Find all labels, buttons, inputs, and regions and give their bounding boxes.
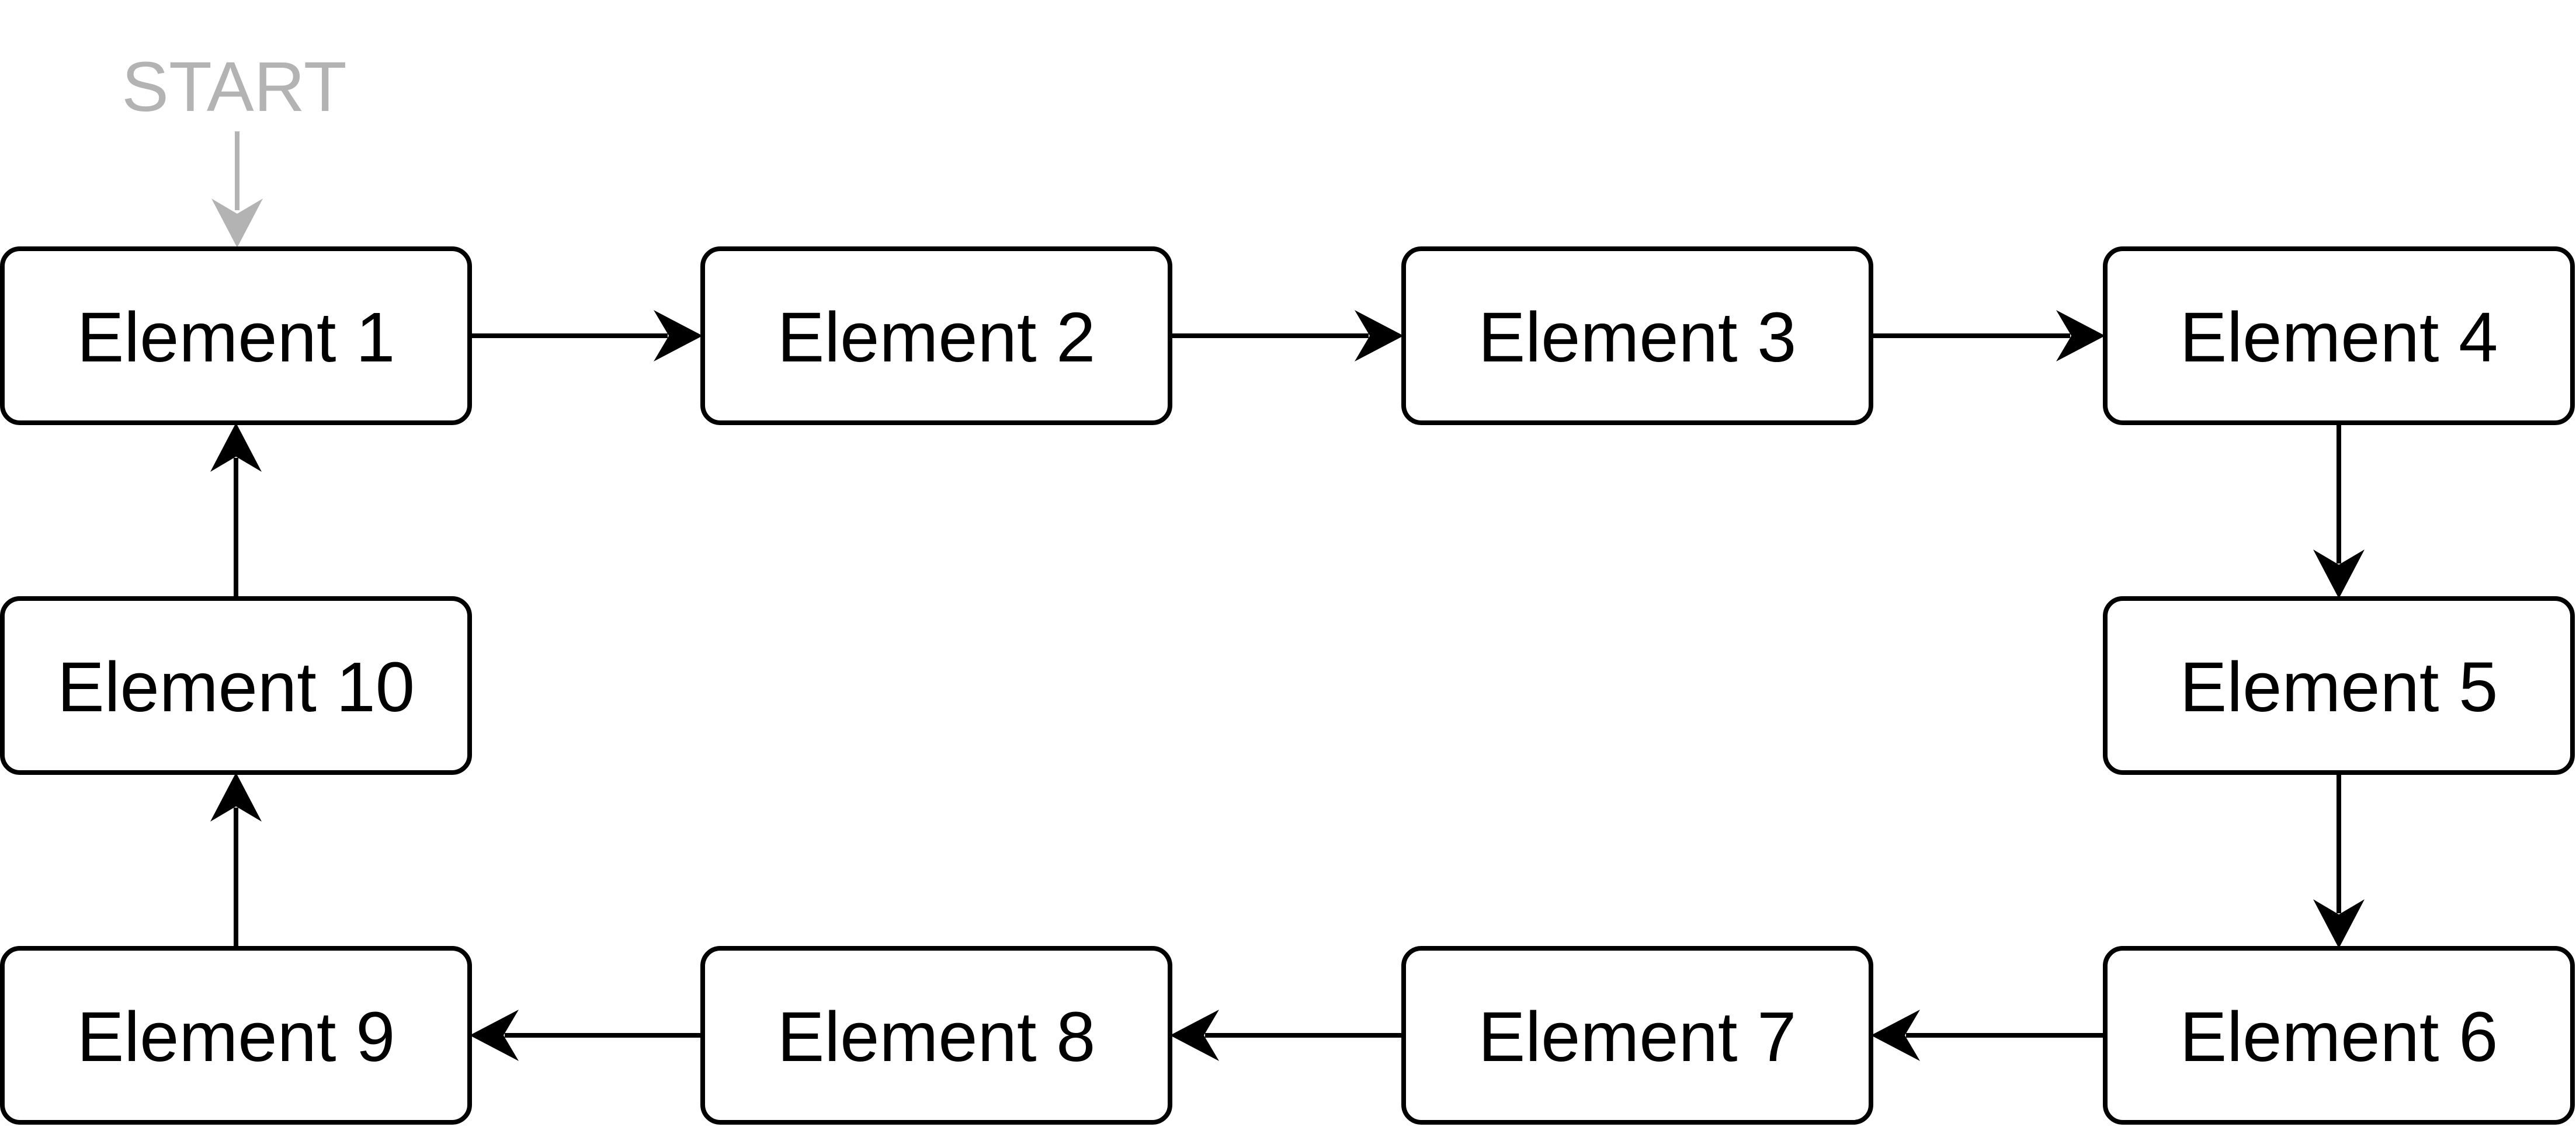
- edge-arrow-head: [2313, 549, 2365, 599]
- node-label: Element 2: [777, 297, 1096, 377]
- edge-arrow-head: [210, 423, 262, 472]
- edge-arrow-head: [1871, 1010, 1920, 1061]
- start-arrow-head: [211, 199, 263, 248]
- edge-n6-to-n7: [1871, 1010, 2105, 1061]
- node-label: Element 9: [77, 997, 395, 1076]
- edge-n4-to-n5: [2313, 423, 2365, 599]
- edges-layer: [210, 310, 2365, 1061]
- edge-n10-to-n1: [210, 423, 262, 599]
- node-box: [1401, 246, 1873, 425]
- node-element-5: Element 5: [2103, 596, 2575, 775]
- node-box: [0, 246, 472, 425]
- node-box: [0, 596, 472, 775]
- node-box: [700, 946, 1172, 1125]
- edge-arrow-head: [1355, 310, 1404, 361]
- node-element-8: Element 8: [700, 946, 1172, 1125]
- nodes-layer: Element 1 Element 2 Element 3 Element 4 Elem…: [0, 246, 2575, 1125]
- node-box: [0, 946, 472, 1125]
- edge-n1-to-n2: [470, 310, 703, 361]
- node-box: [2103, 246, 2575, 425]
- edge-n3-to-n4: [1871, 310, 2105, 361]
- edge-arrow-head: [210, 773, 262, 822]
- node-element-3: Element 3: [1401, 246, 1873, 425]
- start-indicator: START: [121, 47, 347, 248]
- node-label: Element 8: [777, 997, 1096, 1076]
- edge-arrow-head: [1170, 1010, 1219, 1061]
- node-label: Element 7: [1478, 997, 1797, 1076]
- node-label: Element 4: [2180, 297, 2498, 377]
- node-box: [700, 246, 1172, 425]
- node-box: [2103, 946, 2575, 1125]
- node-label: Element 10: [57, 647, 415, 726]
- edge-arrow-head: [2313, 899, 2365, 948]
- node-box: [1401, 946, 1873, 1125]
- node-label: Element 3: [1478, 297, 1797, 377]
- edge-n9-to-n10: [210, 773, 262, 948]
- node-element-6: Element 6: [2103, 946, 2575, 1125]
- node-label: Element 6: [2180, 997, 2498, 1076]
- node-element-10: Element 10: [0, 596, 472, 775]
- edge-n5-to-n6: [2313, 773, 2365, 948]
- edge-n2-to-n3: [1170, 310, 1404, 361]
- edge-arrow-head: [654, 310, 703, 361]
- edge-n7-to-n8: [1170, 1010, 1404, 1061]
- node-element-7: Element 7: [1401, 946, 1873, 1125]
- start-label: START: [121, 47, 346, 126]
- edge-arrow-head: [470, 1010, 519, 1061]
- node-label: Element 5: [2180, 647, 2498, 726]
- node-box: [2103, 596, 2575, 775]
- edge-arrow-head: [2056, 310, 2105, 361]
- edge-n8-to-n9: [470, 1010, 703, 1061]
- node-element-2: Element 2: [700, 246, 1172, 425]
- node-label: Element 1: [77, 297, 395, 377]
- node-element-9: Element 9: [0, 946, 472, 1125]
- node-element-4: Element 4: [2103, 246, 2575, 425]
- node-element-1: Element 1: [0, 246, 472, 425]
